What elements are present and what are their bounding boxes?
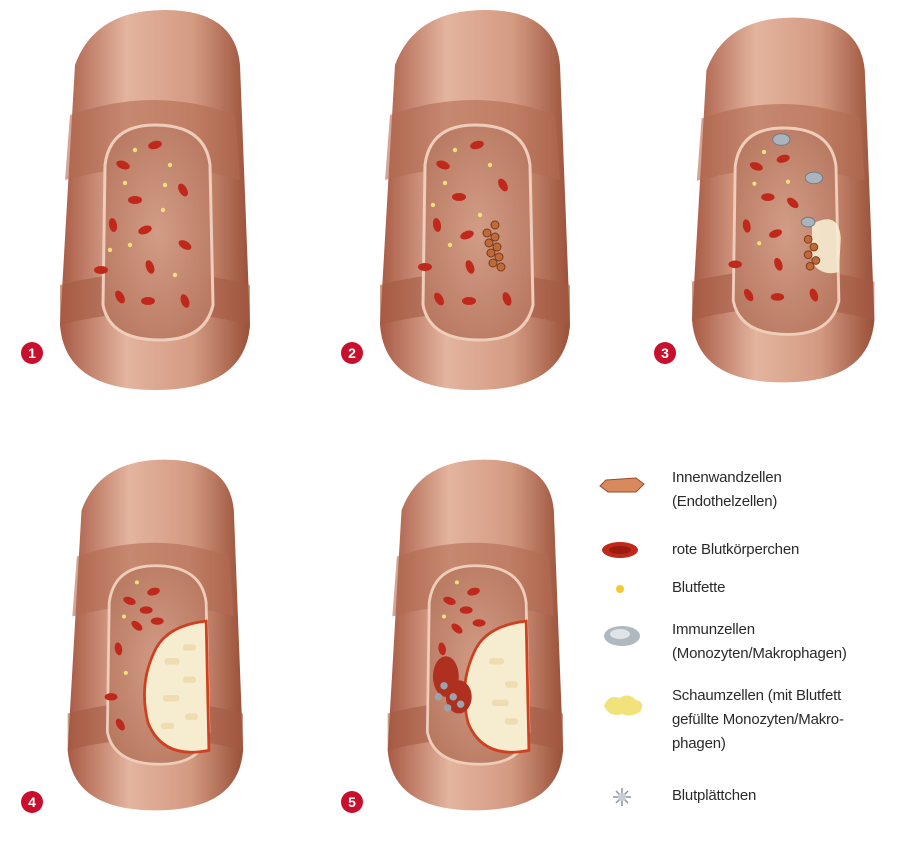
stage-number-badge: 4 <box>21 791 43 813</box>
stage-number-badge: 1 <box>21 342 43 364</box>
legend-label: Innenwandzellen (Endothelzellen) <box>672 466 902 514</box>
artery-illustration-3 <box>668 5 907 395</box>
red-blood-cell-icon <box>596 534 652 570</box>
foam-cell-icon <box>596 688 652 724</box>
legend-label: Blutfette <box>672 576 902 600</box>
legend-label: rote Blutkörperchen <box>672 538 902 562</box>
legend-item-endothelial: Innenwandzellen (Endothelzellen) <box>596 466 901 516</box>
stage-5: 5 <box>355 455 605 855</box>
legend-item-foam-cell: Schaumzellen (mit Blutfett gefüllte Mono… <box>596 684 901 760</box>
legend-label: Blutplättchen <box>672 784 902 808</box>
stage-1: 1 <box>35 5 285 405</box>
stage-number-badge: 5 <box>341 791 363 813</box>
artery-illustration-5 <box>355 455 605 815</box>
stage-2: 2 <box>355 5 605 405</box>
legend-label: Schaumzellen (mit Blutfett gefüllte Mono… <box>672 684 902 756</box>
platelet-icon <box>596 780 652 816</box>
legend: Innenwandzellen (Endothelzellen) rote Bl… <box>596 462 901 812</box>
legend-item-immune-cell: Immunzellen (Monozyten/Makrophagen) <box>596 618 901 668</box>
artery-illustration-1 <box>35 5 285 395</box>
artery-illustration-4 <box>35 455 285 815</box>
blood-fat-icon <box>596 572 652 608</box>
endothelial-cell-icon <box>596 470 652 506</box>
legend-item-platelet: Blutplättchen <box>596 784 901 812</box>
stage-number-badge: 3 <box>654 342 676 364</box>
artery-illustration-2 <box>355 5 605 395</box>
stage-4: 4 <box>35 455 285 855</box>
legend-item-red-blood-cell: rote Blutkörperchen <box>596 538 901 566</box>
legend-item-blood-fat: Blutfette <box>596 576 901 604</box>
immune-cell-icon <box>596 620 652 656</box>
legend-label: Immunzellen (Monozyten/Makrophagen) <box>672 618 902 666</box>
stage-3: 3 <box>668 5 907 405</box>
stage-number-badge: 2 <box>341 342 363 364</box>
